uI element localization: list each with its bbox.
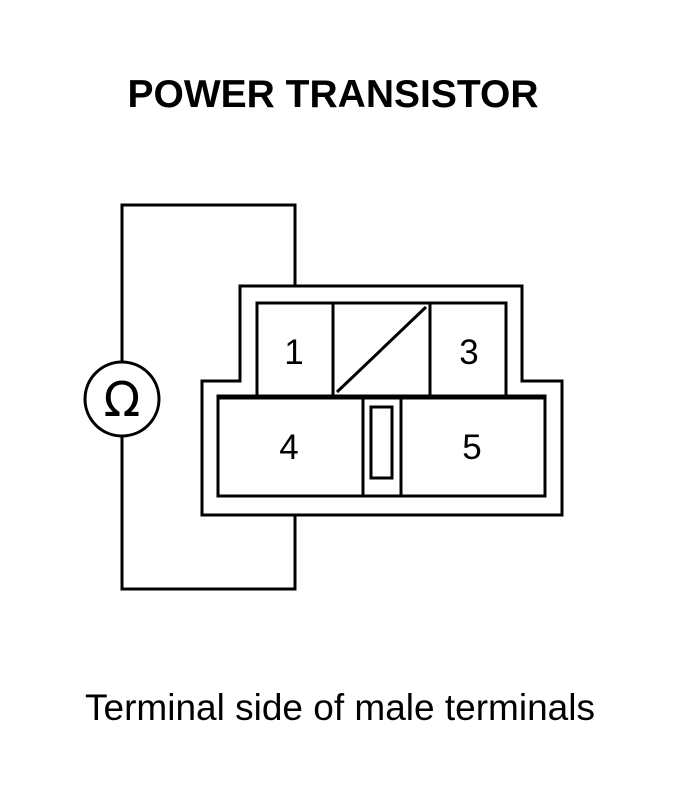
terminal-1-label: 1	[284, 333, 303, 372]
blank-cavity-diagonal	[335, 305, 428, 394]
terminal-4-label: 4	[279, 428, 298, 467]
upper-lead-wire	[120, 203, 297, 362]
ohmmeter-wires	[120, 203, 297, 591]
terminal-5-label: 5	[462, 428, 481, 467]
ohmmeter: Ω	[83, 360, 161, 438]
ohmmeter-circle	[83, 360, 161, 438]
diagram-caption: Terminal side of male terminals	[85, 687, 595, 728]
terminal-4-cavity	[216, 396, 365, 498]
terminal-3-cavity	[428, 301, 508, 398]
diagram-title: POWER TRANSISTOR	[128, 73, 539, 116]
ohm-symbol-icon: Ω	[104, 372, 141, 428]
lower-lead-wire	[120, 436, 297, 591]
locking-tab	[369, 405, 394, 480]
terminal-3-label: 3	[459, 333, 478, 372]
terminal-5-cavity	[399, 396, 547, 498]
connector: 1 3 4 5	[200, 284, 564, 517]
